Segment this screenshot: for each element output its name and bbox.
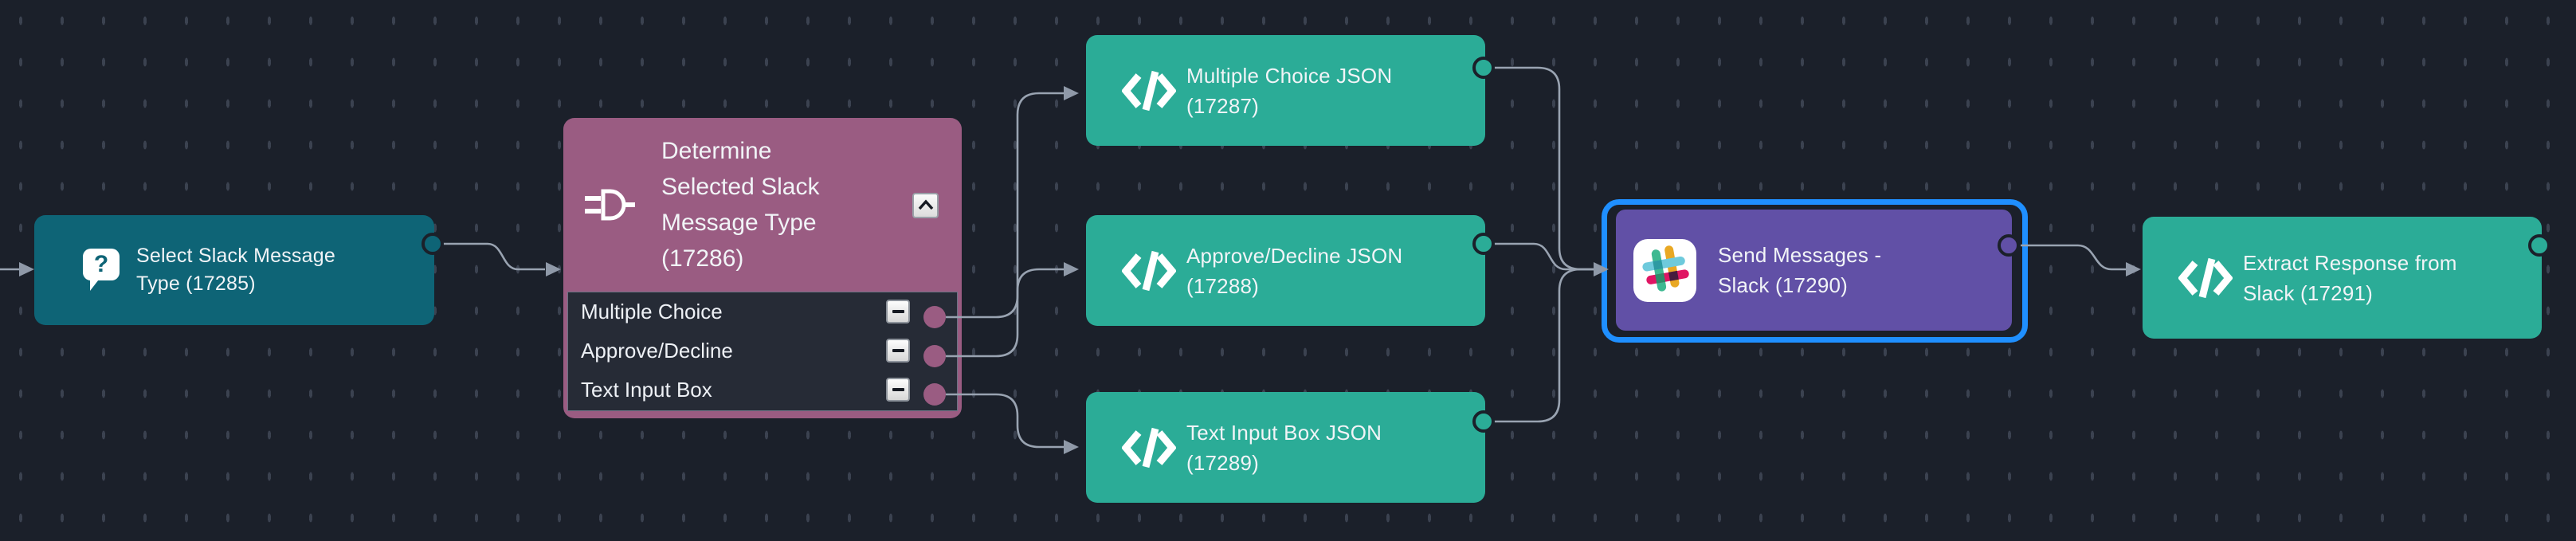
node-determine-message-type[interactable]: Determine Selected Slack Message Type (1… [563, 118, 962, 418]
svg-text:?: ? [94, 251, 108, 277]
wire-multiple-choice-to-slack[interactable] [1493, 66, 1594, 271]
input-arrow [2126, 262, 2141, 276]
node-title: Multiple Choice JSON (17287) [1186, 63, 1393, 118]
node-text-input-box-json[interactable]: Text Input Box JSON (17289) [1086, 392, 1485, 503]
wire-switch-to-multiple-choice[interactable] [946, 92, 1064, 319]
node-title: Select Slack Message Type (17285) [136, 245, 335, 295]
question-bubble-icon: ? [66, 248, 136, 292]
input-arrow [1064, 86, 1079, 100]
node-title: Extract Response from Slack (17291) [2243, 250, 2457, 305]
switch-output-label: Text Input Box [581, 378, 712, 402]
minus-icon [892, 349, 904, 352]
code-icon [1112, 249, 1186, 292]
code-icon [2168, 257, 2243, 300]
switch-output-row: Text Input Box [568, 370, 957, 410]
slack-icon [1633, 238, 1718, 302]
node-extract-response-from-slack[interactable]: Extract Response from Slack (17291) [2143, 217, 2542, 339]
remove-output-button[interactable] [886, 378, 910, 402]
input-arrow [19, 262, 34, 276]
minus-icon [892, 310, 904, 313]
input-arrow [1064, 440, 1079, 454]
wire-switch-to-approve-decline[interactable] [946, 268, 1064, 358]
switch-node-header: Determine Selected Slack Message Type (1… [563, 118, 962, 292]
minus-icon [892, 388, 904, 391]
code-icon [1112, 69, 1186, 112]
switch-output-row: Approve/Decline [568, 331, 957, 370]
node-multiple-choice-json[interactable]: Multiple Choice JSON (17287) [1086, 35, 1485, 146]
switch-output-rows: Multiple Choice Approve/Decline Text Inp… [567, 292, 958, 411]
node-title: Determine Selected Slack Message Type (1… [661, 138, 820, 272]
switch-output-label: Approve/Decline [581, 339, 733, 363]
collapse-node-button[interactable] [912, 193, 939, 218]
wire-switch-to-text-input[interactable] [946, 393, 1064, 449]
wire-select-to-switch[interactable] [443, 242, 545, 271]
wire-slack-to-extract[interactable] [2021, 244, 2126, 271]
chevron-up-icon [917, 198, 935, 213]
node-title: Approve/Decline JSON (17288) [1186, 243, 1403, 298]
node-title: Text Input Box JSON (17289) [1186, 420, 1382, 475]
code-icon [1112, 426, 1186, 469]
node-approve-decline-json[interactable]: Approve/Decline JSON (17288) [1086, 215, 1485, 326]
switch-plug-icon [584, 188, 661, 221]
remove-output-button[interactable] [886, 300, 910, 323]
switch-output-label: Multiple Choice [581, 300, 723, 323]
input-arrow [546, 262, 561, 276]
remove-output-button[interactable] [886, 339, 910, 363]
switch-output-row: Multiple Choice [568, 292, 957, 331]
input-arrow [1064, 262, 1079, 276]
node-title: Send Messages - Slack (17290) [1718, 243, 1882, 297]
wire-text-input-to-slack[interactable] [1493, 268, 1594, 423]
wire-approve-decline-to-slack[interactable] [1493, 242, 1594, 271]
node-select-slack-message-type[interactable]: ? Select Slack Message Type (17285) [34, 215, 434, 325]
node-send-messages-slack[interactable]: Send Messages - Slack (17290) [1616, 210, 2012, 331]
